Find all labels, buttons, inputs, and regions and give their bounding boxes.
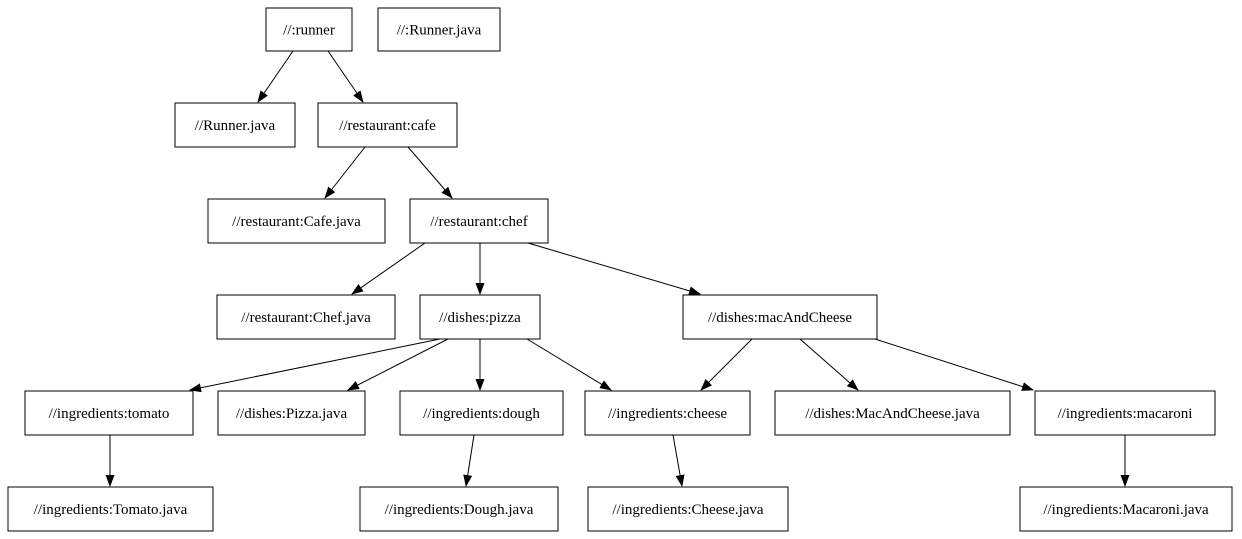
node-box (24, 390, 194, 436)
graph-node-cafe: //restaurant:cafe (317, 102, 458, 148)
node-box (174, 102, 296, 148)
graph-node-chef-java: //restaurant:Chef.java (216, 294, 396, 340)
edge-runner-to-runner-java (257, 50, 294, 103)
graph-node-cafe-java: //restaurant:Cafe.java (207, 198, 386, 244)
node-label: //ingredients:Tomato.java (34, 502, 188, 518)
node-label: //restaurant:chef (430, 214, 527, 230)
node-label: //dishes:MacAndCheese.java (805, 406, 980, 422)
edge-mac-and-cheese-to-cheese (700, 338, 753, 391)
graph-node-dough: //ingredients:dough (399, 390, 564, 436)
node-label: //restaurant:cafe (339, 118, 436, 134)
node-box (409, 198, 549, 244)
node-box (265, 7, 353, 52)
node-box (1019, 486, 1233, 532)
graph-node-runner: //:runner (265, 7, 353, 52)
node-box (7, 486, 214, 532)
graph-node-tomato: //ingredients:tomato (24, 390, 194, 436)
edge-pizza-to-tomato (189, 338, 441, 393)
edge-cafe-to-cafe-java (324, 146, 366, 199)
node-box (359, 486, 559, 532)
node-box (317, 102, 458, 148)
graph-node-runner-java-root: //:Runner.java (377, 7, 501, 52)
node-label: //ingredients:dough (423, 406, 540, 422)
graph-node-pizza-java: //dishes:Pizza.java (217, 390, 366, 436)
graph-node-mac-and-cheese-java: //dishes:MacAndCheese.java (774, 390, 1011, 436)
node-label: //dishes:pizza (439, 310, 521, 326)
node-box (399, 390, 564, 436)
graph-node-pizza: //dishes:pizza (419, 294, 541, 340)
node-box (587, 486, 789, 532)
edge-chef-to-chef-java (351, 242, 426, 295)
node-label: //dishes:Pizza.java (236, 406, 348, 422)
node-label: //Runner.java (195, 118, 276, 134)
node-box (207, 198, 386, 244)
node-label: //dishes:macAndCheese (708, 310, 852, 326)
node-label: //ingredients:macaroni (1058, 406, 1193, 422)
edge-cafe-to-chef (407, 146, 453, 199)
edge-chef-to-mac-and-cheese (527, 242, 701, 296)
edge-pizza-to-cheese (526, 338, 612, 391)
graph-node-cheese-java: //ingredients:Cheese.java (587, 486, 789, 532)
edge-runner-to-cafe (327, 50, 364, 103)
node-box (216, 294, 396, 340)
node-label: //ingredients:Dough.java (385, 502, 534, 518)
edge-pizza-to-pizza-java (347, 338, 449, 391)
node-label: //:Runner.java (397, 23, 482, 39)
node-label: //restaurant:Cafe.java (232, 214, 361, 230)
node-label: //:runner (283, 23, 335, 39)
node-box (1034, 390, 1216, 436)
node-label: //ingredients:cheese (608, 406, 727, 422)
node-box (584, 390, 751, 436)
node-box (419, 294, 541, 340)
graph-node-macaroni-java: //ingredients:Macaroni.java (1019, 486, 1233, 532)
graph-node-runner-java: //Runner.java (174, 102, 296, 148)
graph-node-tomato-java: //ingredients:Tomato.java (7, 486, 214, 532)
node-label: //ingredients:tomato (49, 406, 170, 422)
edge-cheese-to-cheese-java (672, 434, 685, 487)
graph-node-dough-java: //ingredients:Dough.java (359, 486, 559, 532)
node-box (774, 390, 1011, 436)
edge-dough-to-dough-java (463, 434, 475, 487)
node-label: //ingredients:Cheese.java (612, 502, 764, 518)
edge-mac-and-cheese-to-mac-and-cheese-java (799, 338, 859, 391)
node-label: //restaurant:Chef.java (241, 310, 371, 326)
graph-node-macaroni: //ingredients:macaroni (1034, 390, 1216, 436)
node-box (682, 294, 878, 340)
graph-node-cheese: //ingredients:cheese (584, 390, 751, 436)
edge-mac-and-cheese-to-macaroni (874, 338, 1034, 391)
node-label: //ingredients:Macaroni.java (1043, 502, 1209, 518)
graph-node-mac-and-cheese: //dishes:macAndCheese (682, 294, 878, 340)
node-box (377, 7, 501, 52)
node-box (217, 390, 366, 436)
graph-node-chef: //restaurant:chef (409, 198, 549, 244)
